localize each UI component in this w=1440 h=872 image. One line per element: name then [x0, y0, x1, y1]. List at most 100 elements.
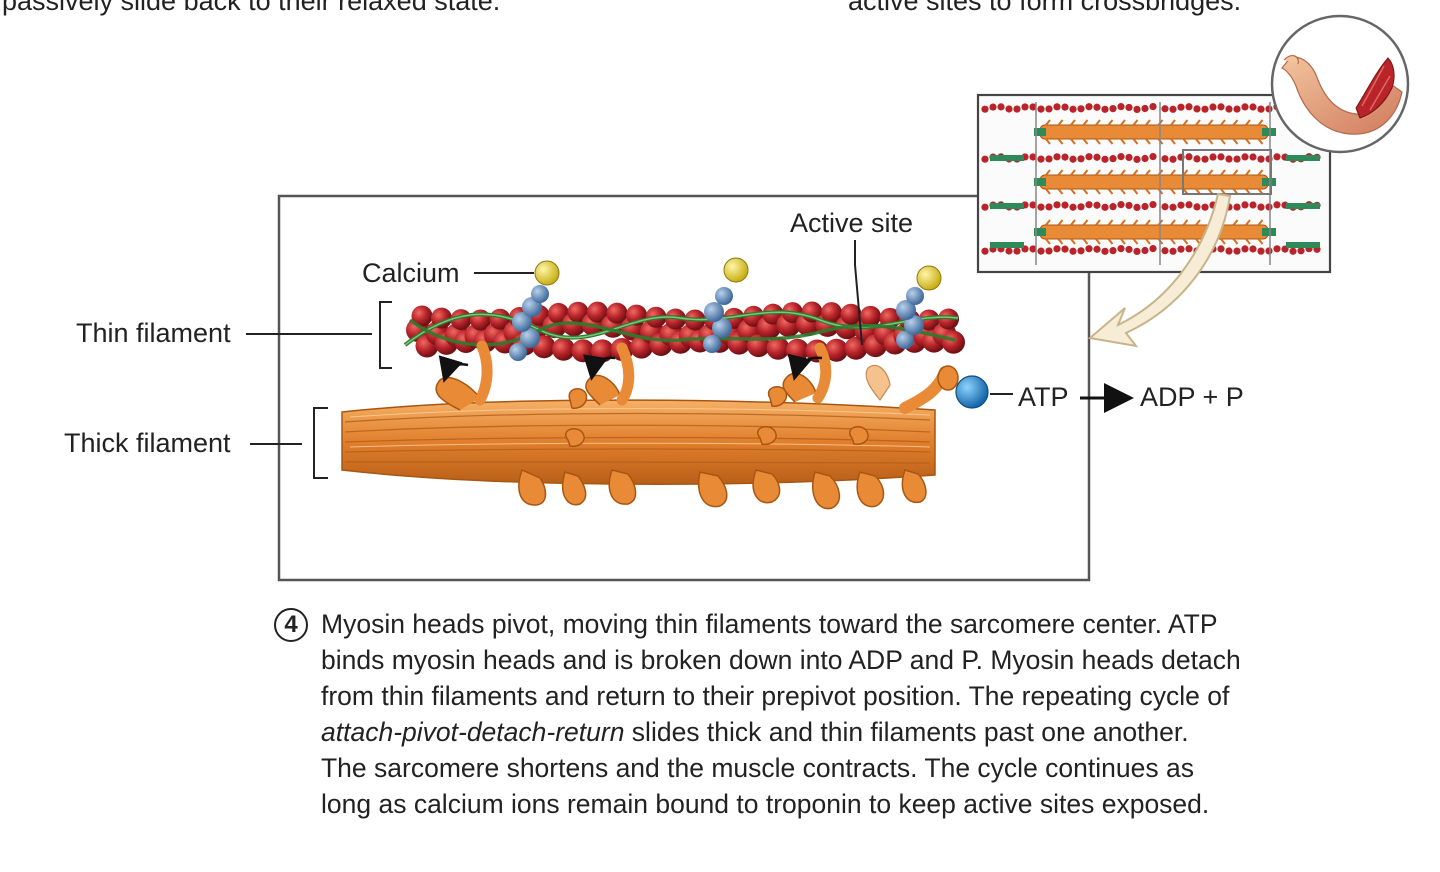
inset-actin-bead — [1225, 155, 1233, 163]
inset-titin-segment — [1262, 228, 1276, 236]
inset-actin-bead — [1161, 247, 1169, 255]
actin-bead — [766, 336, 790, 360]
inset-actin-bead — [1169, 247, 1177, 255]
inset-actin-bead — [1233, 203, 1241, 211]
calcium-label: Calcium — [362, 258, 460, 288]
inset-actin-bead — [1125, 245, 1133, 254]
inset-actin-bead — [1161, 203, 1169, 211]
inset-myosin-head — [1232, 219, 1239, 226]
inset-myosin-head — [1170, 238, 1176, 245]
inset-actin-bead — [1125, 201, 1133, 210]
inset-actin-bead — [981, 105, 989, 113]
actin-bead — [552, 337, 575, 361]
inset-actin-bead — [1037, 105, 1045, 113]
inset-myosin-head — [1182, 119, 1189, 126]
actin-bead — [825, 338, 848, 362]
inset-end-filament — [1286, 155, 1320, 161]
caption-emphasis: attach-pivot-detach-return — [321, 717, 625, 747]
inset-actin-bead — [1085, 245, 1093, 253]
inset-myosin-head — [1195, 169, 1201, 176]
inset-actin-bead — [1169, 203, 1177, 211]
inset-actin-bead — [1141, 154, 1149, 163]
inset-myosin-head — [1057, 219, 1064, 226]
active-site-label: Active site — [790, 208, 914, 238]
inset-myosin-head — [1045, 169, 1051, 176]
thick-filament-label: Thick filament — [64, 428, 231, 458]
inset-actin-bead — [1169, 105, 1177, 113]
troponin-calcium-complex-1 — [509, 260, 560, 361]
inset-myosin-head — [1095, 138, 1101, 145]
inset-myosin-head — [1182, 238, 1189, 245]
inset-thick-filament — [1039, 124, 1269, 140]
inset-myosin-head — [1082, 119, 1089, 126]
inset-myosin-head — [1070, 238, 1076, 245]
inset-actin-bead — [1201, 203, 1209, 211]
inset-actin-bead — [1265, 247, 1273, 255]
inset-myosin-head — [1132, 138, 1139, 145]
inset-actin-bead — [1233, 247, 1241, 255]
inset-actin-bead — [1069, 155, 1077, 163]
inset-myosin-head — [1170, 138, 1176, 145]
inset-actin-bead — [1201, 105, 1209, 113]
inset-myosin-head — [1145, 169, 1151, 176]
inset-myosin-head — [1132, 238, 1139, 245]
inset-myosin-head — [1145, 138, 1151, 145]
inset-actin-bead — [1013, 105, 1021, 113]
inset-myosin-head — [1045, 219, 1051, 226]
inset-actin-bead — [981, 203, 989, 211]
inset-myosin-head — [1082, 219, 1089, 226]
inset-actin-bead — [1209, 153, 1217, 161]
inset-myosin-head — [1120, 188, 1126, 195]
inset-actin-bead — [1109, 155, 1117, 163]
inset-actin-bead — [1141, 202, 1149, 211]
inset-actin-bead — [1225, 105, 1233, 113]
inset-actin-bead — [1225, 247, 1233, 255]
inset-myosin-head — [1045, 119, 1051, 126]
inset-actin-bead — [1093, 201, 1101, 209]
inset-myosin-head — [1095, 219, 1101, 226]
actin-bead — [840, 303, 862, 325]
inset-actin-bead — [1053, 245, 1061, 253]
inset-actin-bead — [1093, 153, 1101, 161]
zoom-callout-arrow — [1087, 192, 1232, 348]
troponin-calcium-complex-3 — [896, 265, 942, 349]
inset-actin-bead — [1037, 247, 1045, 255]
inset-actin-bead — [1093, 245, 1101, 253]
inset-myosin-head — [1132, 219, 1139, 226]
inset-myosin-head — [1232, 169, 1239, 176]
actin-bead — [821, 302, 842, 324]
caption-part-1: Myosin heads pivot, moving thin filament… — [321, 609, 1241, 711]
inset-actin-bead — [1069, 105, 1077, 113]
flexed-arm-icon — [1270, 14, 1410, 154]
inset-myosin-head — [1045, 238, 1051, 245]
inset-actin-bead — [1005, 105, 1013, 113]
inset-thick-filament — [1039, 224, 1269, 240]
inset-actin-bead — [1257, 203, 1265, 211]
inset-myosin-head — [1145, 188, 1151, 195]
inset-myosin-head — [1245, 238, 1251, 245]
inset-myosin-head — [1245, 119, 1251, 126]
inset-myosin-head — [1070, 188, 1076, 195]
actin-bead — [411, 305, 433, 327]
inset-titin-segment — [1262, 178, 1276, 186]
inset-actin-bead — [1077, 105, 1085, 113]
inset-actin-bead — [997, 103, 1005, 111]
inset-actin-bead — [1069, 247, 1077, 255]
main-frame — [277, 194, 1091, 582]
inset-actin-bead — [1045, 247, 1053, 255]
myosin-heads-lower — [518, 386, 927, 510]
inset-myosin-head — [1107, 238, 1114, 245]
atp-molecule — [955, 375, 989, 409]
inset-myosin-head — [1257, 219, 1264, 226]
inset-myosin-head — [1170, 219, 1176, 226]
actin-bead — [587, 301, 608, 323]
inset-actin-bead — [1185, 153, 1193, 161]
inset-actin-bead — [1257, 155, 1265, 163]
inset-actin-bead — [1257, 105, 1265, 113]
inset-actin-bead — [1149, 244, 1157, 253]
inset-myosin-head — [1132, 188, 1139, 195]
inset-titin-segment — [1034, 228, 1046, 236]
label-leaders — [246, 240, 863, 479]
next-step-text: active sites to form crossbridges. — [848, 0, 1242, 16]
inset-myosin-head — [1057, 169, 1064, 176]
